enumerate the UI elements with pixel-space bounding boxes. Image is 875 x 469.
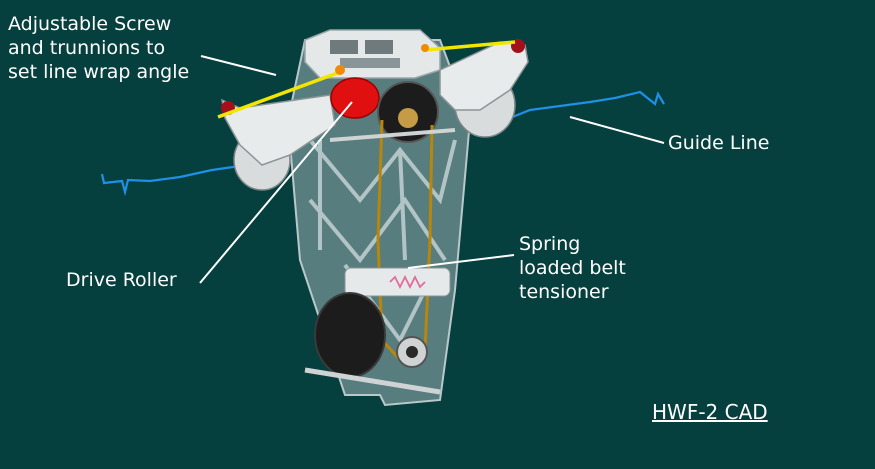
adjust-screw-right [424, 40, 516, 52]
left-arm [221, 94, 336, 166]
adjust-screw-left [217, 70, 341, 119]
motor-pulley-hub [406, 346, 418, 358]
bracket-slot-2 [365, 40, 393, 54]
leader-screw [200, 55, 277, 76]
drive-pulley-hub [398, 108, 418, 128]
tensioner-spring [389, 274, 426, 290]
leader-guide [569, 116, 665, 144]
left-screw-nut [335, 65, 345, 75]
leader-roller [199, 101, 353, 284]
bracket-slot-1 [330, 40, 358, 54]
drive-roller [330, 77, 380, 119]
guide-line-left [100, 164, 241, 197]
label-spring-tensioner: Spring loaded belt tensioner [519, 233, 626, 303]
label-adjustable-screw: Adjustable Screw and trunnions to set li… [8, 13, 190, 83]
leader-spring [407, 254, 515, 269]
bracket-slot-3 [340, 58, 400, 68]
guide-line-right [504, 90, 665, 122]
motor [314, 292, 386, 378]
upper-rod [329, 128, 456, 142]
right-screw-nut [421, 44, 429, 52]
label-guide-line: Guide Line [668, 132, 770, 154]
bottom-rod [304, 367, 441, 395]
label-drive-roller: Drive Roller [66, 269, 177, 291]
figure-title: HWF-2 CAD [652, 400, 768, 424]
